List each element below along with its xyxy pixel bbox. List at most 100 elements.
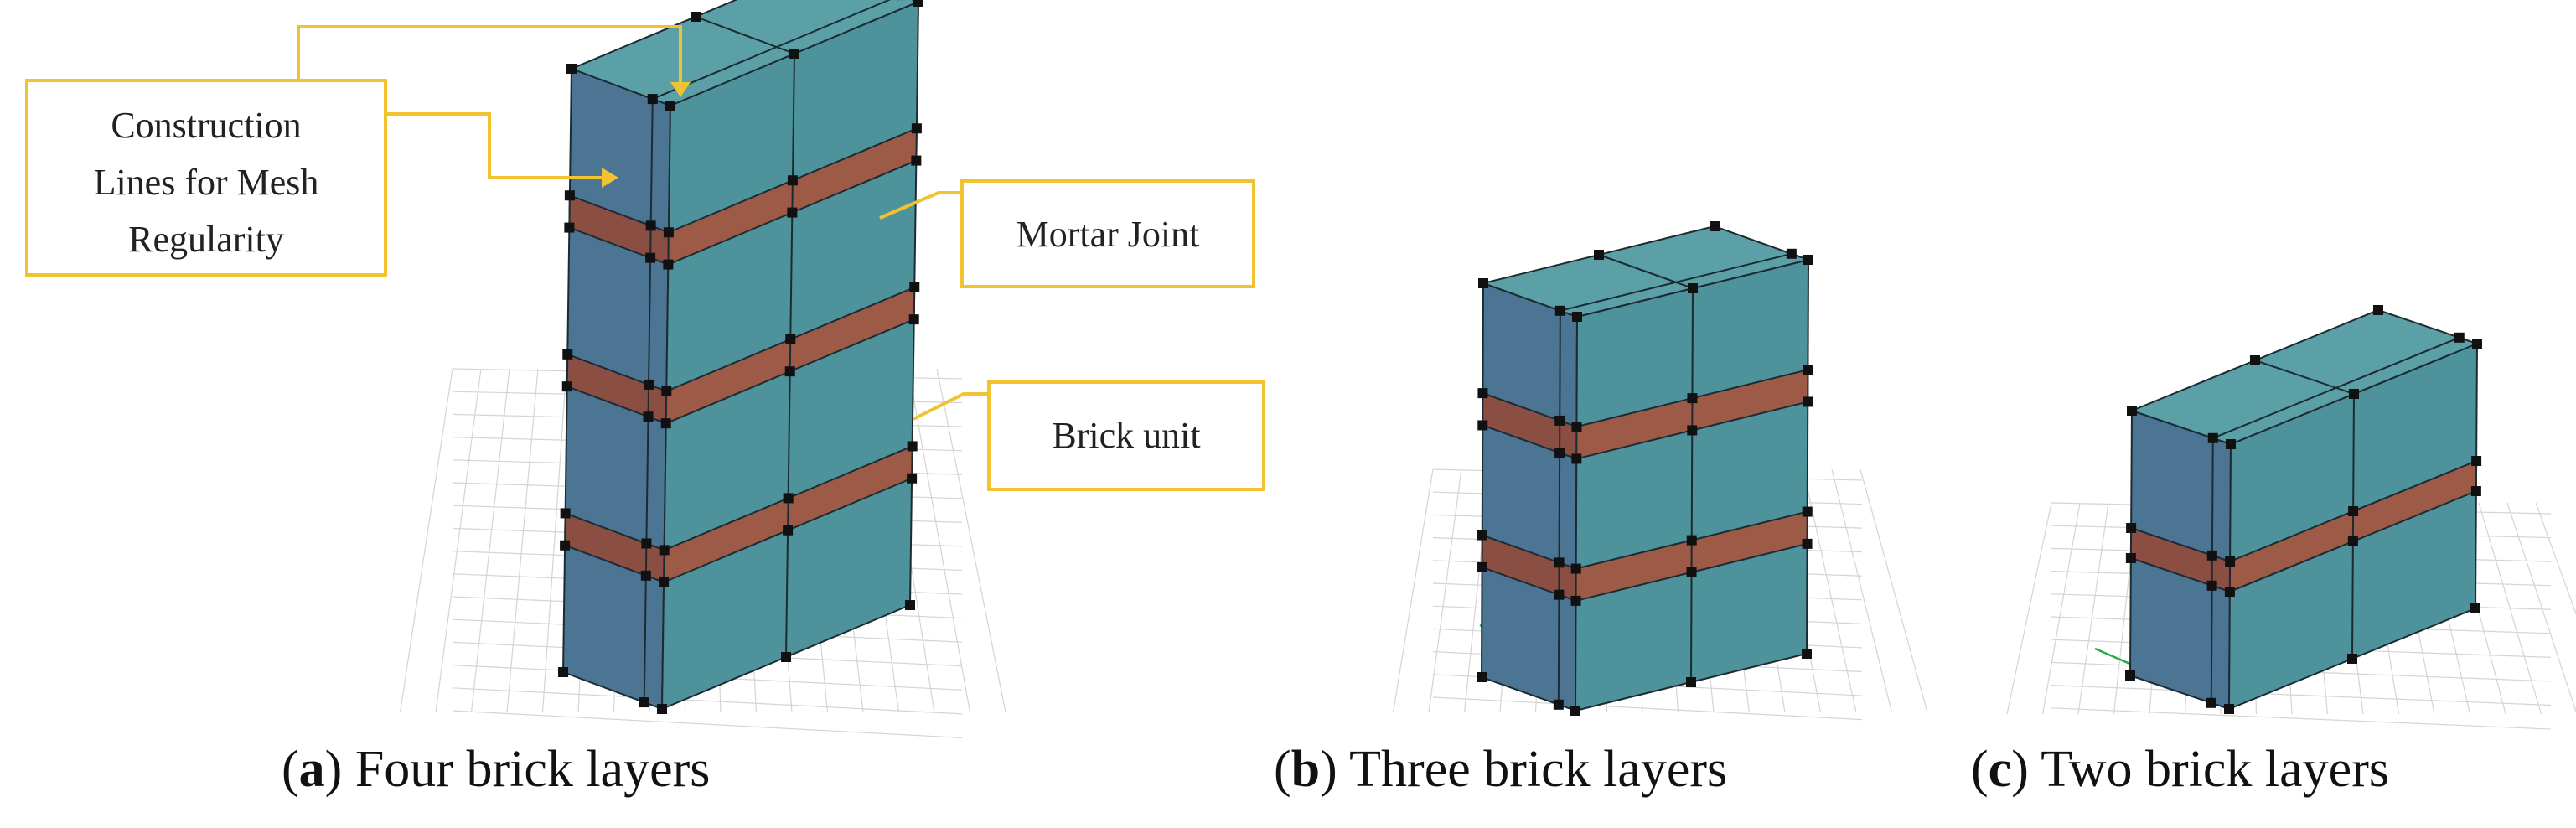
mesh-node <box>659 577 670 587</box>
mesh-node <box>1570 563 1581 574</box>
caption-b-letter: b <box>1291 741 1320 798</box>
mortar-leader <box>879 191 962 220</box>
grid-line <box>1831 468 1893 713</box>
panel-c <box>2006 305 2576 730</box>
mesh-node <box>1802 506 1813 517</box>
brick-unit-callout: Brick unit <box>913 380 1265 491</box>
mesh-node <box>659 545 670 556</box>
mesh-node <box>1686 677 1696 687</box>
mesh-node <box>2470 486 2481 496</box>
mesh-node <box>781 652 791 662</box>
mesh-node <box>1554 589 1565 600</box>
mesh-node <box>2125 670 2135 681</box>
mesh-node <box>1553 699 1564 710</box>
mesh-node <box>645 252 656 263</box>
panel-b <box>1392 221 1928 721</box>
mesh-node <box>1477 388 1488 399</box>
mesh-node <box>663 259 674 270</box>
construction-line <box>785 53 795 658</box>
mesh-node <box>644 379 654 390</box>
brick-side-face <box>1480 282 1579 712</box>
mesh-node <box>661 386 672 396</box>
mesh-node <box>2471 456 2482 466</box>
mesh-node <box>2125 553 2136 563</box>
mesh-node <box>913 0 923 7</box>
grid-line <box>452 710 963 738</box>
mesh-node <box>1688 283 1698 293</box>
mesh-node <box>645 220 656 231</box>
grid-line <box>2077 502 2109 715</box>
grid-line <box>470 368 510 713</box>
mesh-node <box>1478 278 1488 288</box>
mesh-node <box>2225 556 2236 567</box>
grid-line <box>452 687 963 715</box>
caption-a-letter: a <box>299 741 325 798</box>
mesh-node <box>560 508 571 519</box>
mesh-node <box>2224 587 2235 597</box>
mesh-node <box>907 441 918 452</box>
grid-line <box>541 368 567 713</box>
mortar-callout-label: Mortar Joint <box>1016 214 1200 255</box>
mesh-node <box>562 349 573 360</box>
grid-line <box>1803 468 1857 713</box>
grid-line <box>1428 468 1462 713</box>
construction-line <box>643 99 654 703</box>
mesh-node <box>787 175 798 186</box>
panel-a: Construction Lines for Mesh Regularity M… <box>25 0 1265 738</box>
construction-leader-side-arrow <box>602 168 618 188</box>
caption-c-letter: c <box>1989 741 2012 798</box>
mesh-node <box>1802 538 1813 549</box>
mesh-node <box>1571 422 1582 432</box>
construction-callout-line-2: Lines for Mesh <box>94 162 319 203</box>
construction-line <box>2351 393 2355 660</box>
grid-line <box>1860 468 1928 713</box>
brick-callout-box <box>987 380 1265 491</box>
mesh-node <box>691 12 701 22</box>
mesh-node <box>1802 649 1812 659</box>
grid-line <box>506 368 539 713</box>
mesh-node <box>1477 420 1488 431</box>
grid-line <box>399 368 453 713</box>
caption-a: (a) Four brick layers <box>282 741 710 798</box>
mesh-node <box>784 366 795 377</box>
grid-line <box>2051 685 2552 706</box>
mesh-node <box>2206 550 2217 561</box>
mesh-node <box>2470 603 2480 613</box>
mesh-node <box>1687 393 1698 404</box>
mesh-node <box>783 525 794 536</box>
mesh-node <box>566 64 577 74</box>
mesh-node <box>1571 453 1582 464</box>
mesh-node <box>2207 432 2218 443</box>
mesh-node <box>2250 355 2260 365</box>
mesh-node <box>665 101 675 111</box>
mesh-node <box>561 381 572 392</box>
mesh-node <box>663 227 674 238</box>
mesh-node <box>2373 305 2383 315</box>
mesh-node <box>1477 561 1487 572</box>
mesh-node <box>2126 523 2137 533</box>
mesh-node <box>907 473 918 484</box>
mesh-node <box>911 123 922 134</box>
mesh-node <box>647 94 658 105</box>
brick-leader <box>913 392 989 421</box>
mesh-node <box>1554 448 1565 458</box>
mesh-node <box>2348 506 2359 516</box>
grid-line <box>1392 468 1434 713</box>
grid-line <box>2006 502 2052 715</box>
mesh-node <box>564 222 575 233</box>
mesh-node <box>2349 389 2359 399</box>
mesh-node <box>1803 365 1813 375</box>
mesh-node <box>2206 580 2217 591</box>
mesh-node <box>2472 339 2482 349</box>
caption-c-text: Two brick layers <box>2029 741 2389 798</box>
mesh-node <box>789 49 799 59</box>
specimen-c <box>2125 305 2482 714</box>
grid-line <box>2041 502 2081 715</box>
construction-leader-top-arrow <box>670 82 691 97</box>
construction-line <box>2212 336 2460 439</box>
grid-line <box>2051 707 2552 730</box>
mesh-node <box>785 334 796 344</box>
construction-callout-line-1: Construction <box>111 105 301 146</box>
grid-line <box>2506 502 2576 713</box>
mesh-node <box>660 418 671 429</box>
